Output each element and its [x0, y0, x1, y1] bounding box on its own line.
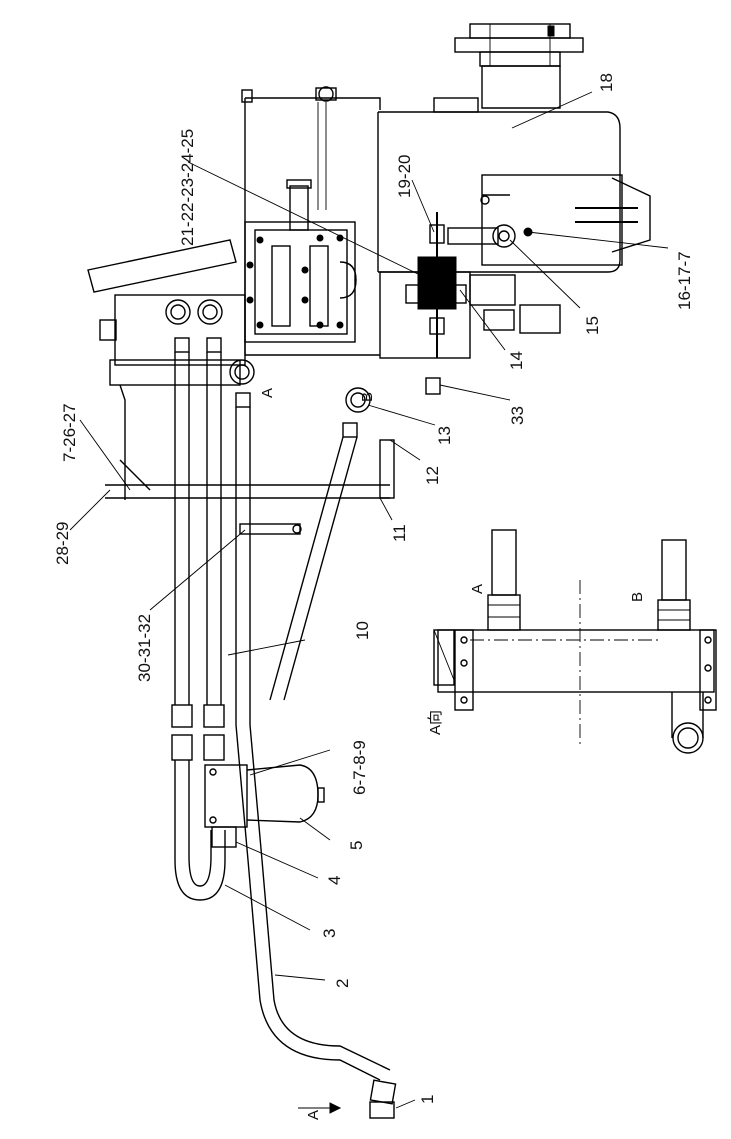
motor-housing-18 [377, 65, 651, 273]
top-flange [454, 23, 584, 67]
callout-7-26-27: 7-26-27 [60, 403, 79, 462]
callout-4: 4 [325, 876, 344, 885]
callout-15: 15 [583, 316, 602, 335]
callout-33: 33 [508, 406, 527, 425]
hose-fittings [165, 299, 441, 438]
callout-21-25: 21-22-23-24-25 [178, 129, 197, 246]
callout-6-7-8-9: 6-7-8-9 [350, 740, 369, 795]
callout-19-20: 19-20 [395, 155, 414, 198]
callout-28-29-shown: 28-29 [53, 522, 72, 565]
callout-10: 10 [353, 621, 372, 640]
callout-11: 11 [390, 524, 409, 542]
main-case [241, 86, 479, 356]
left-cover [87, 239, 395, 500]
callout-1: 1 [418, 1095, 437, 1104]
callout-16-17-7: 16-17-7 [675, 251, 694, 310]
port-labels: A B A B A A向 [259, 388, 646, 1120]
callout-3: 3 [320, 929, 339, 938]
port-b-detail-label: B [629, 592, 646, 602]
hose-lines [171, 352, 397, 1119]
view-title-label: A向 [427, 710, 444, 735]
filter-5 [204, 764, 325, 848]
callout-13: 13 [435, 426, 454, 445]
view-arrow-label: A [305, 1110, 322, 1120]
leader-lines [69, 91, 669, 1114]
callout-30-31-32-shown: 30-31-32 [135, 614, 154, 682]
callout-5: 5 [347, 841, 366, 850]
valve-plate [244, 179, 357, 343]
port-b-main-label: B [359, 392, 376, 402]
callout-12: 12 [423, 466, 442, 485]
port-a-main-label: A [259, 388, 276, 398]
callout-2: 2 [333, 979, 352, 988]
callout-18: 18 [597, 73, 616, 92]
callout-labels: 21-22-23-24-25 19-20 18 16-17-7 15 14 33… [60, 73, 694, 1104]
port-a-detail-label: A [469, 584, 486, 594]
shaft-assembly [379, 212, 561, 359]
callout-14: 14 [507, 351, 526, 370]
detail-view-a [433, 529, 717, 754]
